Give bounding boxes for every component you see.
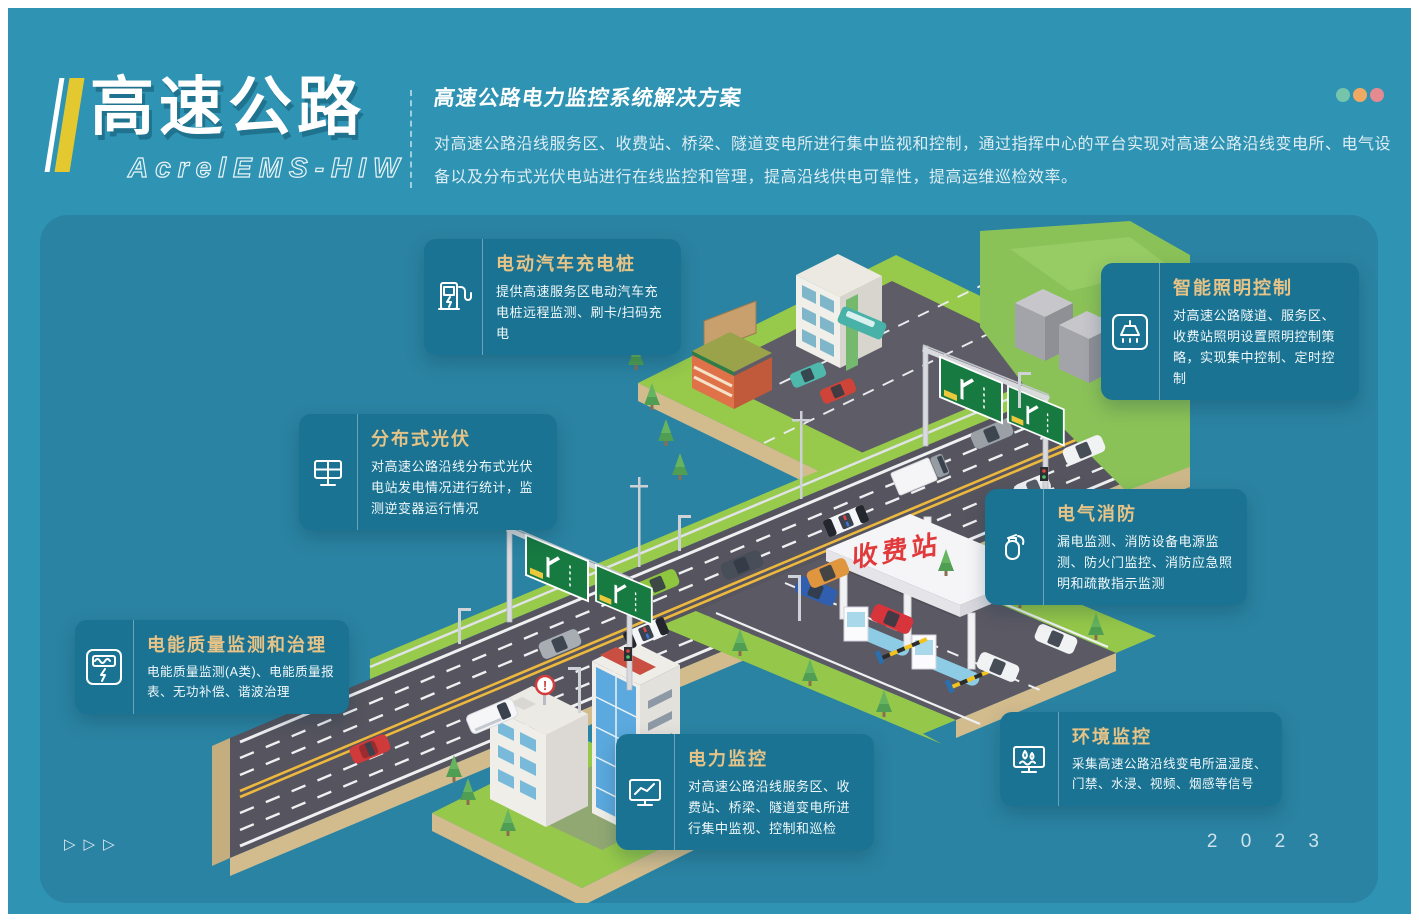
brand-title: 高速公路	[90, 71, 366, 143]
arrow-icon: ▷	[103, 836, 123, 853]
card-title: 电能质量监测和治理	[147, 635, 327, 655]
card-desc: 漏电监测、消防设备电源监测、防火门监控、消防应急照明和疏散指示监测	[1057, 534, 1233, 592]
card-desc: 提供高速服务区电动汽车充电桩远程监测、刷卡/扫码充电	[496, 284, 663, 342]
dot-orange-icon	[1353, 88, 1367, 102]
shuttle-bus	[837, 306, 887, 340]
toll-booths	[843, 606, 937, 670]
tunnel-blocks	[1015, 289, 1117, 383]
feature-card-ev-charging: 电动汽车充电桩 提供高速服务区电动汽车充电桩远程监测、刷卡/扫码充电	[424, 239, 681, 356]
card-title: 智能照明控制	[1173, 278, 1293, 298]
solution-description: 对高速公路沿线服务区、收费站、桥梁、隧道变电所进行集中监视和控制，通过指挥中心的…	[434, 136, 1392, 186]
card-title: 电力监控	[688, 749, 768, 769]
card-desc: 对高速公路沿线分布式光伏电站发电情况进行统计，监测逆变器运行情况	[371, 459, 534, 517]
card-desc: 采集高速公路沿线变电所温湿度、门禁、水浸、视频、烟感等信号	[1072, 757, 1268, 792]
monitor-water-icon	[1000, 712, 1058, 806]
highway-traffic: !	[348, 417, 1107, 766]
solution-header: 高速公路电力监控系统解决方案 对高速公路沿线服务区、收费站、桥梁、隧道变电所进行…	[432, 82, 1394, 195]
warning-sign: !	[534, 674, 556, 705]
fire-extinguisher-icon	[985, 489, 1043, 605]
sign-gantries	[458, 344, 1066, 713]
solution-title: 高速公路电力监控系统解决方案	[432, 87, 744, 110]
pagination-arrows: ▷▷▷	[64, 835, 123, 853]
teal-canvas: 高速公路 AcrelEMS-HIW 高速公路电力监控系统解决方案 对高速公路沿线…	[8, 8, 1411, 914]
solar-panel-icon	[299, 414, 357, 530]
office-tower-a	[490, 686, 588, 827]
feature-card-fire: 电气消防 漏电监测、消防设备电源监测、防火门监控、消防应急照明和疏散指示监测	[985, 489, 1247, 606]
feature-card-power-monitor: 电力监控 对高速公路沿线服务区、收费站、桥梁、隧道变电所进行集中监视、控制和巡检	[616, 734, 874, 851]
main-panel: 收费站	[40, 215, 1378, 903]
header-divider	[410, 90, 412, 188]
street-lamps	[458, 372, 1031, 713]
gantry-right	[922, 344, 1066, 516]
brand-subtitle: AcrelEMS-HIW	[126, 151, 406, 183]
card-title: 电动汽车充电桩	[496, 254, 636, 274]
decor-dots	[1336, 88, 1384, 102]
card-desc: 对高速公路沿线服务区、收费站、桥梁、隧道变电所进行集中监视、控制和巡检	[688, 779, 851, 837]
feature-card-lighting: 智能照明控制 对高速公路隧道、服务区、收费站照明设置照明控制策略，实现集中控制、…	[1101, 263, 1359, 401]
dot-red-icon	[1370, 88, 1384, 102]
brand-subtitle-text: AcrelEMS-HIW	[127, 152, 406, 183]
gantry-left	[506, 524, 654, 691]
card-desc: 电能质量监测(A类)、电能质量报表、无功补偿、谐波治理	[147, 665, 335, 700]
arrow-icon: ▷	[64, 836, 84, 853]
year-label: 2 0 2 3	[1206, 831, 1328, 852]
power-quality-meter-icon	[75, 620, 133, 714]
restaurant-building	[692, 332, 772, 409]
card-title: 分布式光伏	[371, 429, 471, 449]
ceiling-lamp-icon	[1101, 263, 1159, 400]
card-desc: 对高速公路隧道、服务区、收费站照明设置照明控制策略，实现集中控制、定时控制	[1173, 308, 1336, 387]
feature-card-environment: 环境监控 采集高速公路沿线变电所温湿度、门禁、水浸、视频、烟感等信号	[1000, 712, 1282, 806]
arrow-icon: ▷	[83, 836, 104, 853]
ev-charger-icon	[424, 239, 482, 355]
feature-card-power-quality: 电能质量监测和治理 电能质量监测(A类)、电能质量报表、无功补偿、谐波治理	[75, 620, 349, 714]
monitor-chart-icon	[616, 734, 674, 850]
power-masts	[630, 411, 810, 567]
dot-green-icon	[1336, 88, 1350, 102]
card-title: 电气消防	[1057, 504, 1137, 524]
svg-text:!: !	[543, 678, 547, 693]
feature-card-pv: 分布式光伏 对高速公路沿线分布式光伏电站发电情况进行统计，监测逆变器运行情况	[299, 414, 557, 531]
highway-illustration: 收费站	[212, 221, 1192, 903]
card-title: 环境监控	[1072, 727, 1152, 747]
